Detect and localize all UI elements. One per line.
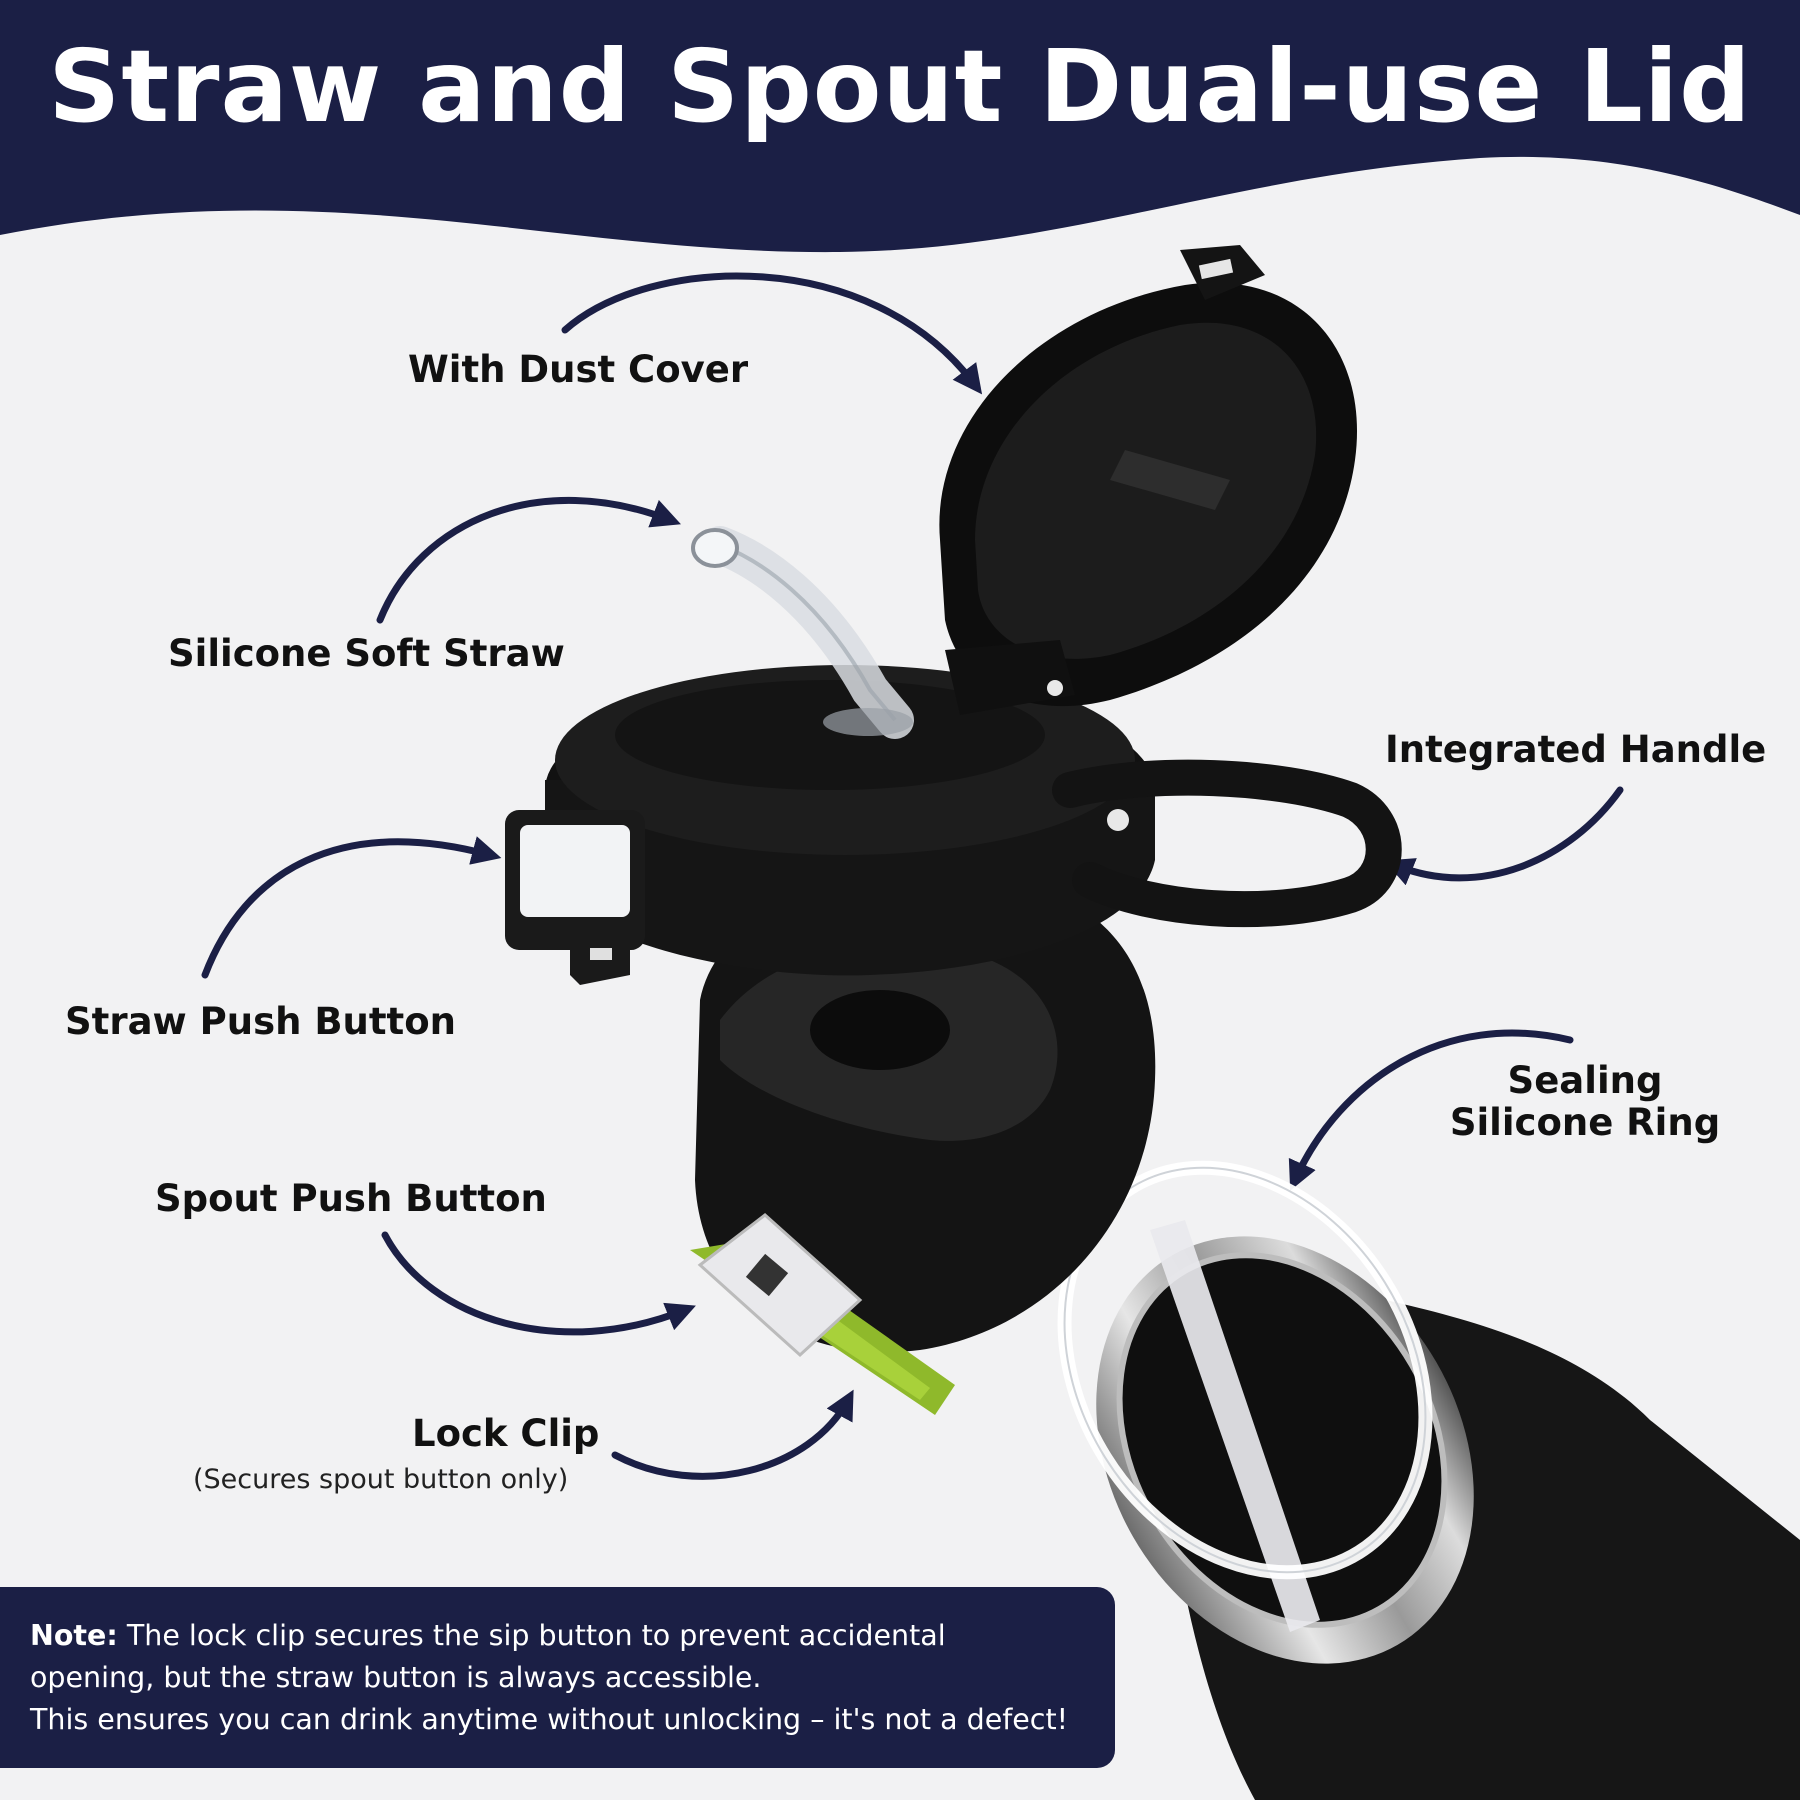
- silicone-straw: [691, 526, 914, 739]
- arrow-lock-clip: [611, 1389, 854, 1480]
- lid-base: [695, 878, 1156, 1353]
- callout-dust-cover: With Dust Cover: [408, 348, 749, 391]
- callout-sealing-ring: Sealing Silicone Ring: [1440, 1060, 1730, 1144]
- arrow-sealing-ring: [1288, 1029, 1574, 1191]
- note-box: Note: The lock clip secures the sip butt…: [0, 1587, 1115, 1768]
- dust-cover: [939, 245, 1358, 715]
- note-line-1: Note: The lock clip secures the sip butt…: [30, 1615, 1095, 1657]
- callout-spout-push-button: Spout Push Button: [155, 1177, 547, 1220]
- note-label: Note:: [30, 1619, 118, 1652]
- callout-straw-push-button: Straw Push Button: [65, 1000, 456, 1043]
- arrow-integrated-handle: [1384, 786, 1624, 886]
- note-line-3: This ensures you can drink anytime witho…: [30, 1703, 1069, 1736]
- callout-sealing-ring-line2: Silicone Ring: [1449, 1101, 1721, 1144]
- lid-top: [545, 665, 1155, 976]
- arrow-spout-push-button: [381, 1231, 696, 1336]
- note-text-1: The lock clip secures the sip button to …: [117, 1619, 946, 1652]
- callout-integrated-handle: Integrated Handle: [1385, 728, 1767, 771]
- callout-arrows: [201, 272, 1624, 1480]
- callout-lock-clip: Lock Clip: [412, 1412, 600, 1455]
- callout-sealing-ring-line1: Sealing: [1507, 1059, 1663, 1102]
- spout-push-button: [697, 1213, 863, 1358]
- integrated-handle: [1052, 759, 1402, 928]
- callout-soft-straw: Silicone Soft Straw: [168, 632, 565, 675]
- arrow-dust-cover: [561, 272, 983, 395]
- callout-lock-clip-subtext: (Secures spout button only): [193, 1464, 569, 1495]
- straw-push-button: [505, 810, 645, 985]
- bottle-body: [1096, 1220, 1800, 1800]
- note-line-2: opening, but the straw button is always …: [30, 1661, 762, 1694]
- page-title: Straw and Spout Dual-use Lid: [48, 28, 1752, 145]
- arrow-soft-straw: [376, 496, 681, 624]
- arrow-straw-push-button: [201, 836, 502, 979]
